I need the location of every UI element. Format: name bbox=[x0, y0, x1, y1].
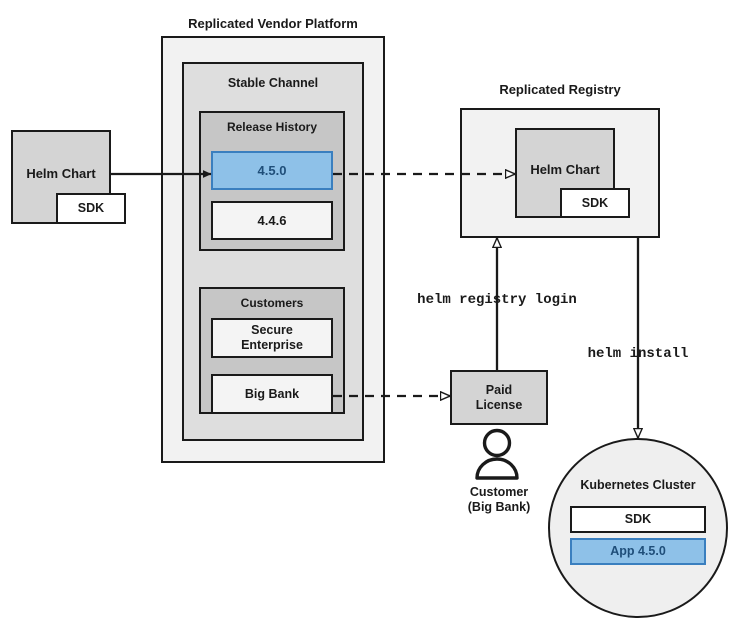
vendor-platform-title: Replicated Vendor Platform bbox=[188, 16, 358, 31]
cluster-component-app[interactable]: App 4.5.0 bbox=[570, 538, 706, 565]
customer-item-big-bank[interactable]: Big Bank bbox=[211, 374, 333, 414]
release-item-446[interactable]: 4.4.6 bbox=[211, 201, 333, 240]
cluster-component-app-label: App 4.5.0 bbox=[610, 544, 666, 559]
source-helm-chart-sdk[interactable]: SDK bbox=[56, 193, 126, 224]
cluster-component-sdk-label: SDK bbox=[624, 512, 652, 527]
paid-license-box[interactable]: Paid License bbox=[450, 370, 548, 425]
registry-helm-chart-sdk-label: SDK bbox=[581, 195, 609, 210]
paid-license-label: Paid License bbox=[475, 382, 523, 412]
stable-channel-title: Stable Channel bbox=[227, 76, 319, 90]
customer-actor-caption: Customer (Big Bank) bbox=[438, 485, 560, 515]
source-helm-chart-sdk-label: SDK bbox=[77, 201, 105, 216]
release-item-446-label: 4.4.6 bbox=[257, 212, 287, 228]
customer-actor-caption-line1: Customer bbox=[469, 485, 529, 499]
customer-item-big-bank-label: Big Bank bbox=[244, 386, 300, 401]
customer-actor-caption-line2: (Big Bank) bbox=[467, 500, 531, 514]
kubernetes-cluster-title: Kubernetes Cluster bbox=[580, 478, 696, 492]
helm-install-command: helm install bbox=[587, 346, 689, 362]
registry-helm-chart-label: Helm Chart bbox=[530, 162, 600, 177]
person-icon bbox=[475, 428, 519, 480]
release-item-450-label: 4.5.0 bbox=[257, 162, 287, 178]
registry-helm-chart-sdk[interactable]: SDK bbox=[560, 188, 630, 218]
customer-item-secure-enterprise[interactable]: Secure Enterprise bbox=[211, 318, 333, 358]
customer-item-secure-enterprise-label: Secure Enterprise bbox=[241, 323, 303, 352]
registry-title: Replicated Registry bbox=[499, 82, 621, 97]
cluster-component-sdk[interactable]: SDK bbox=[570, 506, 706, 533]
customers-title: Customers bbox=[240, 296, 304, 310]
helm-registry-login-command: helm registry login bbox=[417, 292, 577, 308]
release-item-450[interactable]: 4.5.0 bbox=[211, 151, 333, 190]
release-history-title: Release History bbox=[226, 120, 318, 134]
source-helm-chart-label: Helm Chart bbox=[26, 166, 96, 181]
